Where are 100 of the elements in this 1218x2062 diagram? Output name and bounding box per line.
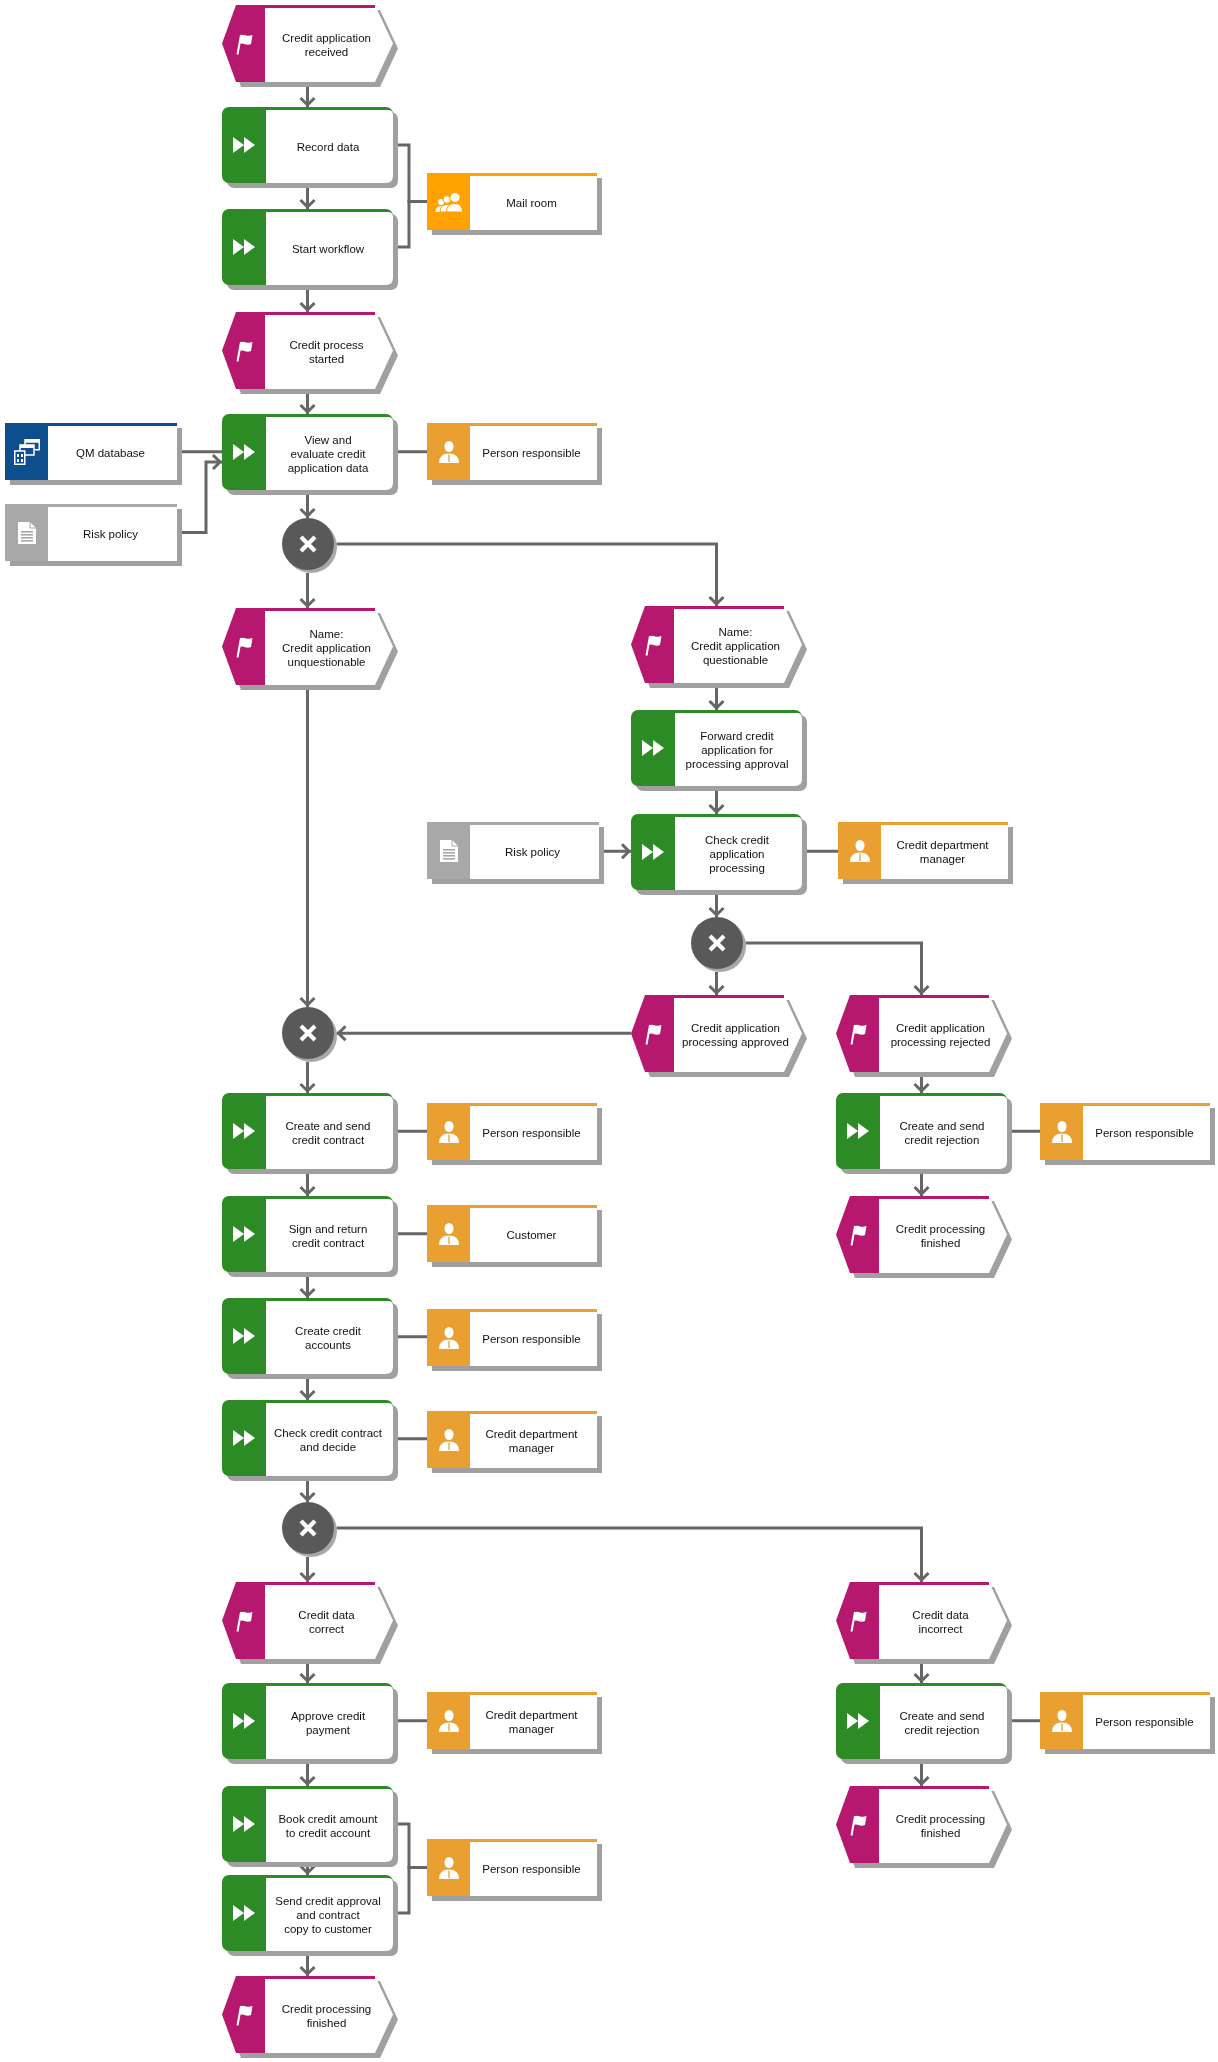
arrow [913, 1664, 930, 1683]
event-shape [836, 1786, 1012, 1868]
role-label: Person responsible [482, 1862, 581, 1876]
connector-line [398, 1335, 427, 1339]
role-label: Person responsible [1095, 1126, 1194, 1140]
connector-line [398, 200, 427, 249]
function-box [222, 1683, 398, 1764]
function-label: Check credit application processing [704, 832, 770, 875]
arrow [299, 1379, 316, 1400]
arrow [708, 895, 725, 917]
org-unit-label: Mail room [506, 196, 557, 210]
role-label: Person responsible [482, 1332, 581, 1346]
event-label: Credit processing finished [894, 1812, 987, 1840]
arrow [708, 688, 725, 710]
arrow [299, 1956, 316, 1976]
event-label: Name: [718, 625, 753, 639]
arrow [299, 1764, 316, 1786]
role-label: Customer [506, 1228, 557, 1242]
event-label: Credit application unquestionable [281, 641, 372, 669]
event-label: Credit data correct [297, 1608, 356, 1636]
function-label: Book credit amount to credit account [277, 1811, 379, 1840]
function-label: Record data [296, 139, 360, 154]
arrow [182, 453, 222, 534]
event-shape [836, 995, 1012, 1077]
org-unit-box [427, 173, 602, 235]
role-box [1040, 1103, 1215, 1165]
function-box [631, 710, 807, 791]
xor-operator [690, 917, 746, 972]
function-label: Sign and return credit contract [287, 1221, 369, 1250]
connector-line [398, 450, 427, 454]
function-box [222, 1093, 398, 1174]
function-box [836, 1093, 1012, 1174]
event-shape [222, 1976, 398, 2058]
function-box [222, 1875, 398, 1956]
function-box [222, 1298, 398, 1379]
connector-line [398, 1437, 427, 1441]
arrow [299, 290, 316, 312]
arrow [299, 87, 316, 107]
arrow [604, 842, 631, 860]
xor-operator [281, 1007, 337, 1062]
event-label: Credit processing finished [894, 1222, 987, 1250]
system-label: QM database [75, 446, 145, 460]
event-label: Name: [309, 627, 344, 641]
event-shape [222, 312, 398, 394]
function-box [222, 1400, 398, 1481]
connector-line [807, 849, 838, 853]
role-box [427, 1205, 602, 1267]
arrow [913, 1174, 930, 1196]
role-box [427, 423, 602, 485]
event-label: Credit application questionable [690, 639, 781, 667]
role-box [838, 822, 1013, 884]
arrow [745, 941, 930, 995]
xor-operator [281, 1502, 337, 1557]
role-box [427, 1103, 602, 1165]
arrow [708, 791, 725, 814]
function-box [222, 1196, 398, 1277]
function-label: Check credit contract and decide [273, 1425, 383, 1454]
role-box [427, 1309, 602, 1371]
role-label: Credit department manager [895, 838, 990, 866]
arrow [299, 1277, 316, 1298]
role-box [427, 1839, 602, 1901]
connector-line [398, 1129, 427, 1133]
event-shape [631, 606, 807, 688]
arrow [299, 1481, 316, 1502]
arrow [708, 972, 725, 995]
arrow [299, 1174, 316, 1196]
role-label: Credit department manager [484, 1708, 579, 1736]
xor-operator [281, 518, 337, 573]
event-shape [222, 5, 398, 87]
connector-line [398, 1866, 427, 1915]
function-label: View and evaluate credit application data [286, 432, 370, 475]
event-label: Credit process started [288, 338, 365, 366]
document-box [5, 504, 182, 566]
arrow [913, 1077, 930, 1093]
arrow [299, 394, 316, 414]
function-label: Approve credit payment [289, 1708, 367, 1737]
arrow [299, 495, 316, 518]
function-box [222, 414, 398, 495]
function-label: Create credit accounts [294, 1323, 362, 1352]
arrow [299, 573, 316, 608]
role-box [1040, 1692, 1215, 1754]
event-shape [836, 1582, 1012, 1664]
event-shape [631, 995, 807, 1077]
function-box [631, 814, 807, 895]
function-box [222, 1786, 398, 1867]
event-label: Credit application processing approved [681, 1021, 790, 1049]
function-label: Send credit approval and contract copy to customer [274, 1893, 382, 1936]
connector-line [1012, 1719, 1040, 1723]
role-label: Person responsible [482, 1126, 581, 1140]
event-label: Credit processing finished [280, 2002, 373, 2030]
arrow [913, 1764, 930, 1786]
function-box [222, 209, 398, 290]
event-label: Credit application received [281, 31, 372, 59]
event-label: Credit data incorrect [911, 1608, 970, 1636]
arrow [336, 1526, 930, 1582]
system-box [5, 423, 182, 485]
arrow [299, 1062, 316, 1093]
function-label: Create and send credit rejection [898, 1118, 986, 1147]
event-shape [836, 1196, 1012, 1278]
event-shape [222, 1582, 398, 1664]
